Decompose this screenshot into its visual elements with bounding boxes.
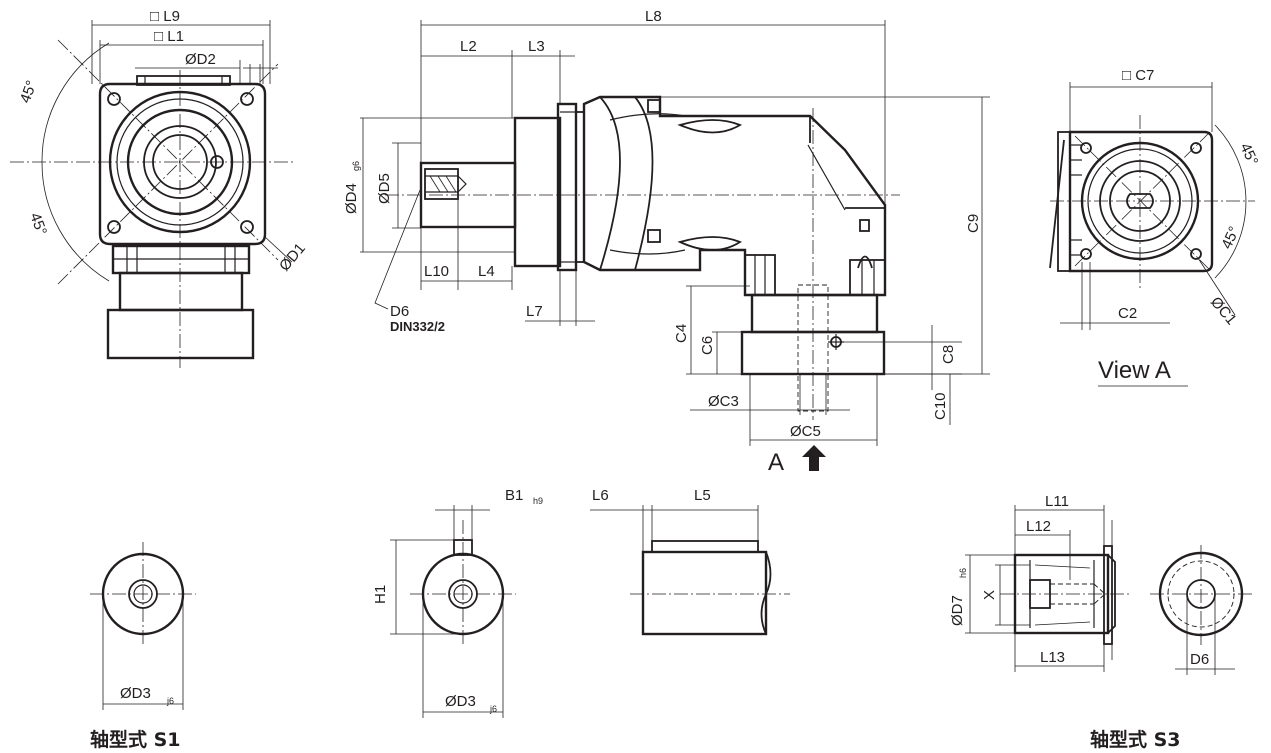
dim-D7-tolerance: h6	[958, 568, 968, 578]
dim-C10: C10	[932, 392, 949, 420]
side-view: L8 L2 L3 L10 L4 L7 ØD4 g6 ØD5 D6 DIN332/…	[343, 8, 990, 476]
dim-C5: ØC5	[790, 423, 821, 440]
dim-C7: □ C7	[1122, 67, 1154, 84]
dim-C9: C9	[965, 214, 982, 233]
caption-s1: 轴型式 S1	[90, 728, 181, 751]
dim-D2: ØD2	[185, 51, 216, 68]
shaft-s3: L11 L12 L13 ØD7 h6 X D6 轴型式 S3	[949, 493, 1255, 751]
dim-L10: L10	[424, 263, 449, 280]
dim-B1-tolerance: h9	[533, 496, 543, 506]
arrow-up-icon	[802, 445, 826, 471]
dim-D3-s1-tolerance: j6	[166, 696, 174, 706]
dim-D6: D6	[390, 303, 409, 320]
dim-L11: L11	[1045, 493, 1069, 510]
din-note: DIN332/2	[390, 319, 445, 334]
angle-45-right-bottom: 45°	[1218, 224, 1243, 252]
dim-D7: ØD7	[949, 595, 966, 626]
dim-H1: H1	[372, 585, 389, 604]
angle-45-right-top: 45°	[1236, 141, 1261, 169]
dim-C1: ØC1	[1207, 294, 1240, 329]
dim-L4: L4	[478, 263, 495, 280]
dim-D3-s2: ØD3	[445, 693, 476, 710]
dim-L9: □ L9	[150, 8, 180, 25]
angle-45-top: 45°	[17, 78, 41, 105]
shaft-s1: ØD3 j6 轴型式 S1	[90, 542, 196, 751]
dim-L13: L13	[1040, 649, 1065, 666]
dim-B1: B1	[505, 487, 523, 504]
dim-D3-s1: ØD3	[120, 685, 151, 702]
key-side-view: L6 L5	[590, 487, 790, 636]
dim-L3: L3	[528, 38, 545, 55]
view-a-title: View A	[1098, 357, 1171, 384]
view-a: □ C7 C2 ØC1 45° 45° View A	[1049, 67, 1261, 387]
shaft-s2: B1 h9 H1 ØD3 j6	[372, 487, 543, 718]
dim-D6-s3: D6	[1190, 651, 1209, 668]
dim-D4: ØD4	[343, 183, 360, 214]
dim-X: X	[981, 590, 998, 600]
dim-D3-s2-tolerance: j6	[489, 704, 497, 714]
dim-L1: □ L1	[154, 28, 184, 45]
dim-L8: L8	[645, 8, 662, 25]
dim-D5: ØD5	[376, 173, 393, 204]
dim-D1: ØD1	[276, 240, 309, 275]
angle-45-bottom: 45°	[26, 211, 50, 238]
caption-s3: 轴型式 S3	[1090, 728, 1181, 751]
dim-L7: L7	[526, 303, 543, 320]
dim-L6: L6	[592, 487, 609, 504]
view-marker-A: A	[768, 449, 784, 476]
dim-C2: C2	[1118, 305, 1137, 322]
dim-C6: C6	[699, 336, 716, 355]
front-view: □ L9 □ L1 ØD2 ØD1 45° 45°	[10, 8, 309, 368]
dim-C8: C8	[940, 345, 957, 364]
dim-L2: L2	[460, 38, 477, 55]
dim-C3: ØC3	[708, 393, 739, 410]
dim-L5: L5	[694, 487, 711, 504]
dim-D4-tolerance: g6	[351, 161, 361, 171]
dim-L12: L12	[1026, 518, 1051, 535]
bolt-hole	[107, 92, 254, 234]
dim-C4: C4	[673, 324, 690, 343]
